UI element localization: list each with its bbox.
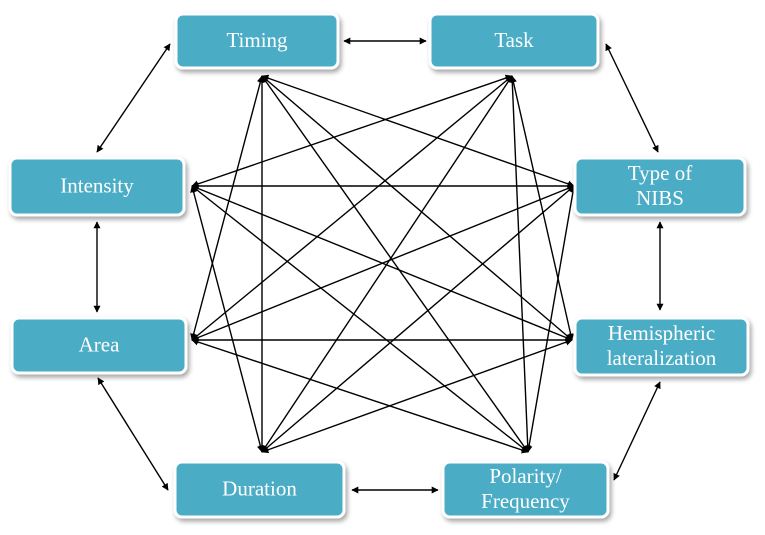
node-box-timing <box>174 12 340 70</box>
node-area: Area <box>10 316 188 375</box>
edge-timing-type <box>261 74 575 188</box>
node-label-hemi-line1: Hemispheric <box>608 321 715 345</box>
node-timing: Timing <box>174 12 340 70</box>
node-label-area: Area <box>79 332 120 356</box>
node-box-hemi <box>573 316 750 377</box>
node-polarity: Polarity/Frequency <box>441 460 610 519</box>
edge-intensity-duration <box>190 185 264 453</box>
edges-layer <box>93 37 664 494</box>
edge-task-intensity <box>191 74 513 188</box>
edge-task-area <box>191 75 513 341</box>
node-duration: Duration <box>173 460 346 519</box>
node-label-hemi-line2: lateralization <box>607 346 717 370</box>
node-label-polarity-line2: Frequency <box>481 489 570 513</box>
node-box-intensity <box>8 156 186 217</box>
edge-duration-type <box>261 185 575 453</box>
node-label-type-line1: Type of <box>628 161 692 185</box>
node-box-type <box>573 156 747 217</box>
edge-duration-hemi <box>261 338 573 454</box>
node-box-polarity <box>441 460 610 519</box>
node-task: Task <box>428 12 600 70</box>
edge-timing-hemi <box>261 75 573 341</box>
edge-task-duration <box>261 75 513 453</box>
node-label-polarity-line1: Polarity/ <box>489 464 561 488</box>
node-label-intensity: Intensity <box>60 173 134 197</box>
node-box-task <box>428 12 600 70</box>
node-label-type-line2: NIBS <box>636 186 684 210</box>
edge-area-polarity <box>191 338 529 454</box>
node-label-task: Task <box>494 28 534 52</box>
edge-hemi-polarity <box>613 381 661 481</box>
node-label-duration: Duration <box>222 476 297 500</box>
edge-task-type <box>605 43 659 153</box>
edge-task-polarity <box>508 75 532 453</box>
node-intensity: Intensity <box>8 156 186 217</box>
edge-duration-area <box>97 377 169 491</box>
edge-intensity-timing <box>96 43 171 153</box>
node-box-area <box>10 316 188 375</box>
edge-timing-polarity <box>261 75 529 453</box>
edge-polarity-type <box>525 185 577 453</box>
edge-timing-area <box>190 75 264 341</box>
node-label-timing: Timing <box>226 28 288 52</box>
node-box-duration <box>173 460 346 519</box>
